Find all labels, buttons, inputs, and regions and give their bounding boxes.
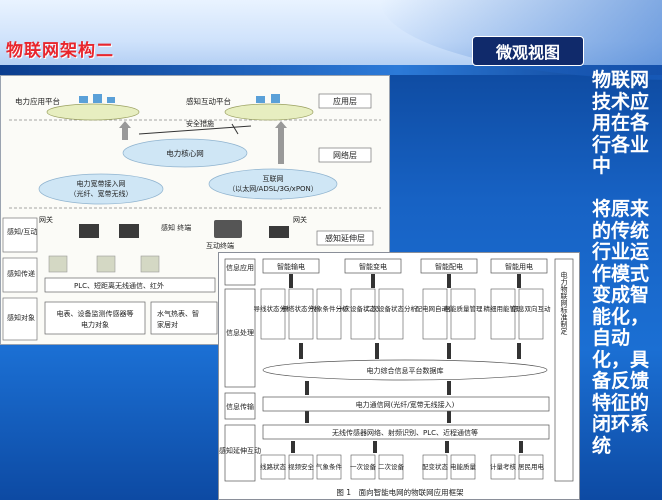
- standards-label: 电力物联网标准制定: [560, 271, 568, 336]
- svg-text:一次设备: 一次设备: [350, 462, 377, 471]
- svg-text:智能用电: 智能用电: [505, 262, 533, 271]
- layer-label-perception: 感知延伸层: [325, 233, 365, 243]
- svg-text:电力对象: 电力对象: [81, 320, 109, 329]
- internet-cloud: [208, 168, 338, 200]
- figure-caption: 图 1 面向智能电网的物联网应用框架: [336, 487, 464, 497]
- left-label-object: 感知对象: [7, 313, 35, 322]
- svg-text:气象条件分析: 气象条件分析: [310, 304, 350, 313]
- svg-text:无线传感器网络、射频识别、PLC、近程通信等: 无线传感器网络、射频识别、PLC、近程通信等: [332, 428, 478, 437]
- smart-grid-framework-figure: 信息应用 信息处理 信息传输 感知延伸互动 电力物联网标准制定 智能输电 智能变…: [218, 252, 580, 500]
- svg-text:智能输电: 智能输电: [277, 262, 305, 271]
- svg-text:电表、设备监测传感器等: 电表、设备监测传感器等: [57, 309, 134, 318]
- data-platform-label: 电力综合信息平台数据库: [367, 366, 444, 375]
- svg-text:家居对: 家居对: [157, 320, 178, 329]
- left-label-processing: 信息处理: [226, 328, 254, 337]
- svg-text:PLC、短距离无线通信、红外: PLC、短距离无线通信、红外: [74, 281, 164, 290]
- svg-text:电能质量: 电能质量: [450, 462, 477, 471]
- view-badge: 微观视图: [472, 36, 584, 66]
- svg-text:（光纤、宽带无线）: （光纤、宽带无线）: [70, 189, 133, 198]
- left-label-transmission: 信息传输: [226, 402, 254, 411]
- svg-text:线路状态: 线路状态: [260, 462, 287, 471]
- data-platform: [262, 359, 548, 381]
- gateway-device-icon: [269, 226, 289, 238]
- svg-text:电力宽带接入网: 电力宽带接入网: [77, 179, 126, 188]
- svg-text:（以太网/ADSL/3G/xPON）: （以太网/ADSL/3G/xPON）: [228, 184, 318, 193]
- svg-text:智能配电: 智能配电: [435, 262, 463, 271]
- svg-text:智能变电: 智能变电: [359, 262, 387, 271]
- sensing-platform-label: 感知互动平台: [186, 96, 231, 106]
- svg-text:一次设备状态分析: 一次设备状态分析: [337, 304, 390, 313]
- security-label: 安全措施: [186, 119, 214, 128]
- side-description: 物联网技术应用在各行各业中 将原来的传统行业运作模式变成智能化，自动化，具备反馈…: [592, 69, 650, 457]
- svg-text:网关: 网关: [293, 215, 307, 224]
- gateway-device-icon: [119, 224, 139, 238]
- layer-label-application: 应用层: [333, 96, 357, 106]
- power-app-platform-label: 电力应用平台: [15, 96, 60, 106]
- sensing-platform-disc: [224, 103, 314, 121]
- core-network-label: 电力核心网: [166, 148, 204, 158]
- gateway-device-icon: [79, 224, 99, 238]
- svg-text:互动终端: 互动终端: [206, 241, 234, 250]
- svg-text:水气热表、智: 水气热表、智: [157, 309, 199, 318]
- svg-text:电能质量管理: 电能质量管理: [444, 304, 484, 313]
- comm-network-bar: [262, 396, 550, 412]
- svg-text:电力通信网(光纤/宽带无线接入): 电力通信网(光纤/宽带无线接入): [356, 400, 455, 409]
- svg-text:导线状态分析: 导线状态分析: [254, 304, 294, 313]
- communication-bus: [44, 277, 216, 293]
- svg-text:配电网自动化: 配电网自动化: [416, 304, 456, 313]
- svg-text:互联网: 互联网: [263, 174, 284, 183]
- svg-text:精细用能管理: 精细用能管理: [484, 304, 524, 313]
- layer-label-network: 网络层: [333, 150, 357, 160]
- power-app-platform-disc: [46, 103, 140, 121]
- framework-diagram: 信息应用 信息处理 信息传输 感知延伸互动 电力物联网标准制定 智能输电 智能变…: [219, 258, 574, 497]
- svg-text:配变状态: 配变状态: [422, 462, 449, 471]
- slide-title: 物联网架构二: [6, 41, 114, 61]
- svg-text:杆塔状态分析: 杆塔状态分析: [282, 304, 322, 313]
- left-label-interaction: 感知/互动: [7, 227, 37, 236]
- svg-text:信息双向互动: 信息双向互动: [512, 304, 552, 313]
- svg-text:二次设备状态分析: 二次设备状态分析: [365, 304, 418, 313]
- architecture-diagram: 应用层 网络层 感知延伸层 电力应用平台 感知互动平台 安全措施 电力核心网 电…: [2, 93, 381, 341]
- svg-text:感知 终端: 感知 终端: [161, 223, 191, 232]
- svg-text:居民用电: 居民用电: [518, 462, 545, 471]
- svg-text:气象条件: 气象条件: [316, 462, 343, 471]
- svg-text:视频安全: 视频安全: [288, 462, 315, 471]
- left-label-transfer: 感知传递: [7, 269, 35, 278]
- sensor-network-bar: [262, 424, 550, 440]
- left-label-perception: 感知延伸互动: [219, 446, 261, 455]
- svg-text:计量考核: 计量考核: [490, 462, 517, 471]
- svg-text:二次设备: 二次设备: [378, 462, 405, 471]
- interactive-terminal-icon: [214, 220, 242, 238]
- broadband-access-cloud: [38, 173, 164, 205]
- standards-bar: [554, 258, 574, 482]
- svg-text:网关: 网关: [39, 215, 53, 224]
- left-label-app: 信息应用: [226, 263, 254, 272]
- core-network-cloud: [122, 138, 248, 168]
